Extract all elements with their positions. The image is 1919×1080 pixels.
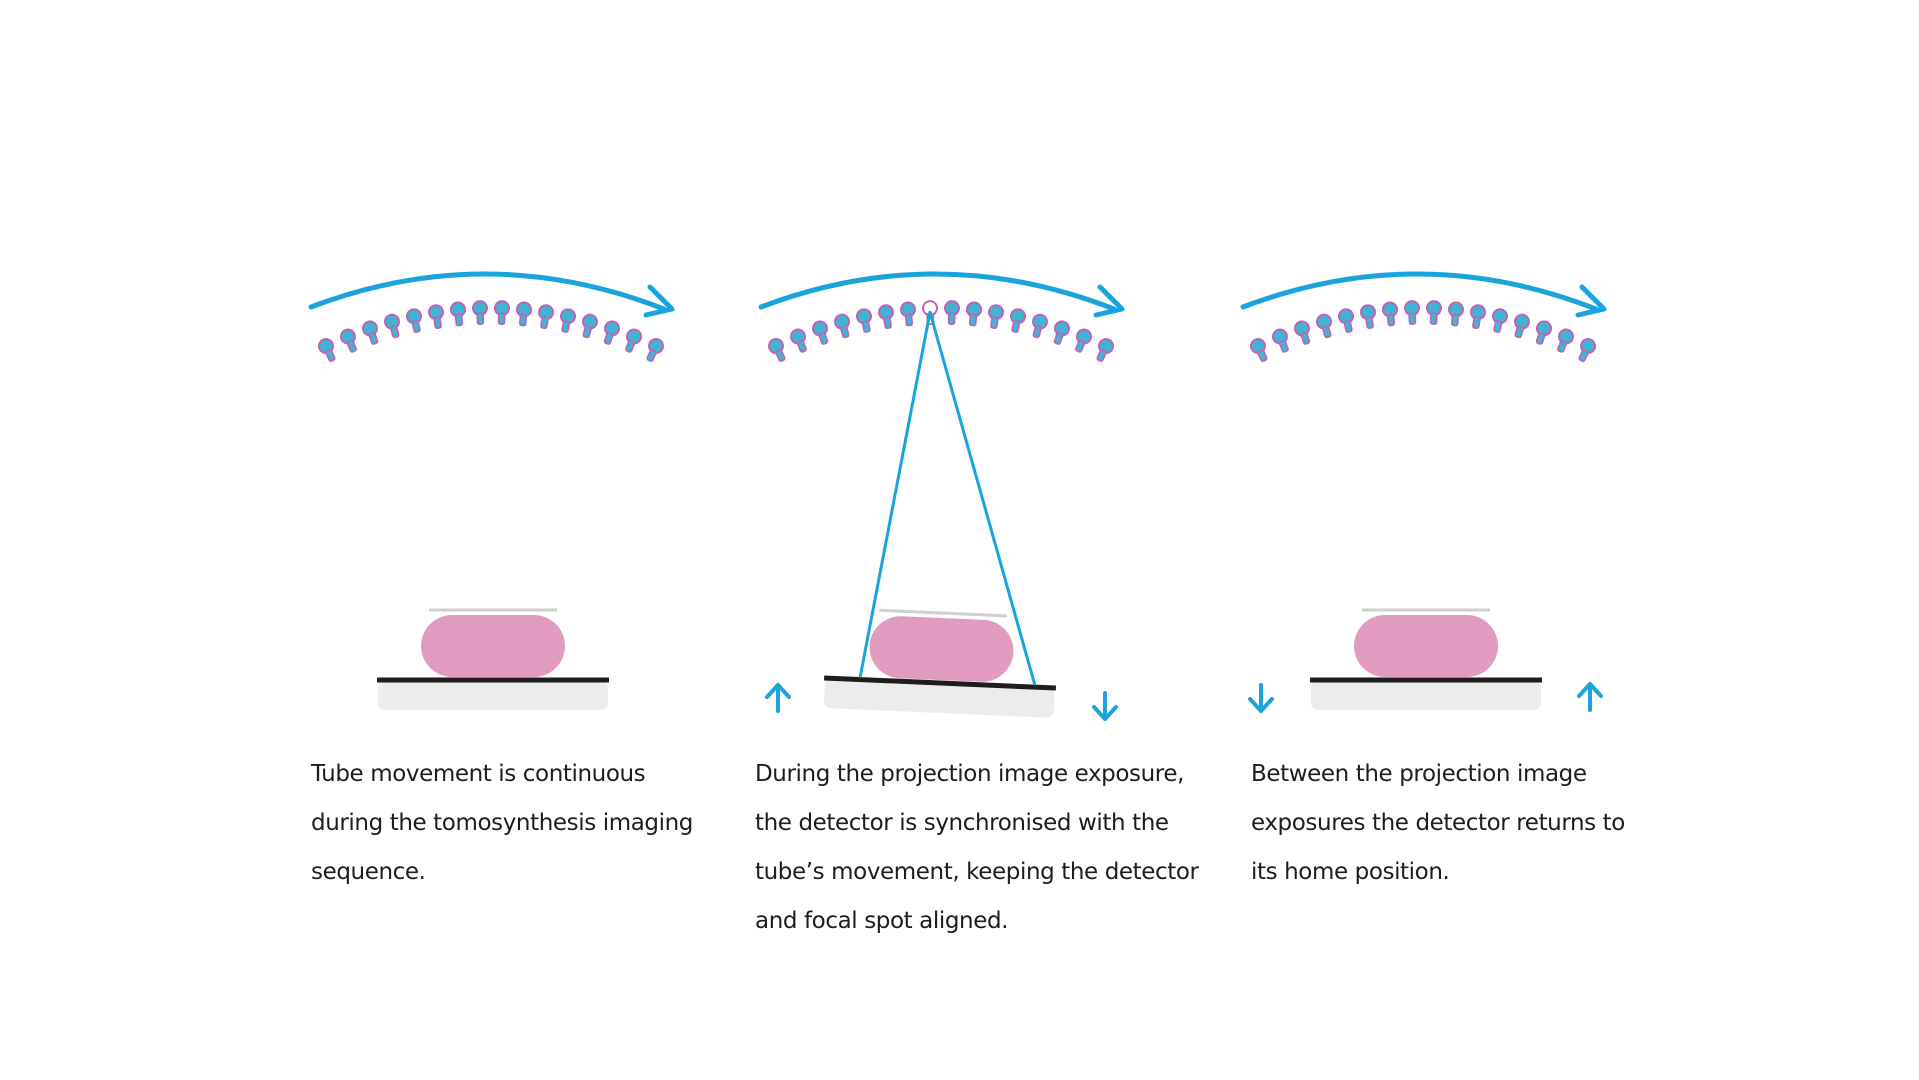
breast-support-tray	[824, 678, 1055, 718]
detector-plate	[824, 675, 1056, 691]
x-ray-tube-icon	[1250, 338, 1268, 362]
caption-line: exposures the detector returns to	[1251, 810, 1625, 836]
caption-line: sequence.	[311, 859, 426, 885]
x-ray-beam	[858, 310, 1037, 686]
x-ray-tube-icon	[790, 328, 807, 353]
detector-assembly	[377, 608, 609, 710]
panel-1	[308, 271, 675, 710]
x-ray-tube-icon	[1470, 304, 1486, 330]
compression-paddle	[879, 608, 1008, 618]
x-ray-tube-icon	[1338, 308, 1354, 333]
caption-line: and focal spot aligned.	[755, 908, 1009, 934]
caption-line: its home position.	[1251, 859, 1450, 885]
arrowhead-icon	[1093, 284, 1125, 318]
detector-assembly	[824, 608, 1056, 718]
caption-panel-2: During the projection image exposure, th…	[755, 750, 1199, 946]
caption-line: Tube movement is continuous	[311, 761, 646, 787]
x-ray-tube-icon	[625, 328, 642, 353]
caption-line: During the projection image exposure,	[755, 761, 1185, 787]
x-ray-tube-icon	[1360, 304, 1376, 330]
x-ray-tube-icon	[384, 313, 400, 339]
breast-shape	[1354, 615, 1498, 677]
x-ray-tube-icon	[1404, 300, 1420, 325]
x-ray-tube-icon	[646, 338, 664, 362]
detector-assembly	[1310, 608, 1542, 710]
motion-arc-arrow	[1240, 271, 1599, 312]
down-arrow-icon	[1092, 691, 1118, 721]
breast-shape	[869, 616, 1014, 682]
x-ray-tube-icon	[1557, 328, 1574, 353]
caption-line: Between the projection image	[1251, 761, 1587, 787]
x-ray-tube-icon	[1075, 328, 1092, 353]
x-ray-tube-icon	[812, 320, 829, 345]
x-ray-tube-icon	[340, 328, 357, 353]
breast-support-tray	[1311, 680, 1541, 710]
x-ray-tube-icon	[1053, 320, 1070, 345]
x-ray-tube-icon	[856, 308, 872, 333]
caption-panel-3: Between the projection image exposures t…	[1251, 750, 1625, 897]
x-ray-tube-icon	[1032, 313, 1048, 339]
panel-2	[758, 271, 1125, 721]
up-arrow-icon	[1577, 682, 1603, 712]
x-ray-tube-icon	[1294, 320, 1311, 345]
tube-positions	[318, 300, 664, 362]
x-ray-tube-icon	[1514, 313, 1530, 339]
x-ray-tube-icon	[1316, 313, 1332, 339]
x-ray-tube-icon	[1535, 320, 1552, 345]
x-ray-tube-icon	[988, 304, 1004, 330]
x-ray-tube-icon	[318, 338, 336, 362]
caption-line: tube’s movement, keeping the detector	[755, 859, 1199, 885]
breast-shape	[421, 615, 565, 677]
x-ray-tube-icon	[1578, 338, 1596, 362]
up-arrow-icon	[765, 683, 791, 713]
x-ray-tube-icon	[362, 320, 379, 345]
x-ray-tube-icon	[450, 301, 466, 327]
panel-3	[1240, 271, 1607, 713]
x-ray-tube-icon	[768, 338, 786, 362]
x-ray-tube-icon	[1426, 300, 1442, 325]
x-ray-tube-icon	[582, 313, 598, 339]
x-ray-tube-icon	[516, 301, 532, 327]
x-ray-tube-icon	[1448, 301, 1464, 327]
caption-panel-1: Tube movement is continuous during the t…	[311, 750, 693, 897]
x-ray-tube-icon	[472, 300, 488, 325]
tube-positions	[1250, 300, 1596, 362]
x-ray-tube-icon	[603, 320, 620, 345]
x-ray-tube-icon	[1010, 308, 1026, 333]
motion-arc-arrow	[308, 271, 667, 312]
x-ray-tube-icon	[834, 313, 850, 339]
x-ray-tube-icon	[1272, 328, 1289, 353]
arrowhead-icon	[643, 284, 675, 318]
x-ray-tube-icon	[1492, 308, 1508, 333]
x-ray-tube-icon	[538, 304, 554, 330]
x-ray-tube-icon	[406, 308, 422, 333]
x-ray-tube-icon	[944, 300, 960, 325]
breast-support-tray	[378, 680, 608, 710]
down-arrow-icon	[1248, 683, 1274, 713]
motion-arc-arrow	[758, 271, 1117, 312]
x-ray-tube-icon	[428, 304, 444, 330]
x-ray-tube-icon	[878, 304, 894, 330]
caption-line: the detector is synchronised with the	[755, 810, 1169, 836]
x-ray-tube-icon	[1382, 301, 1398, 327]
caption-line: during the tomosynthesis imaging	[311, 810, 693, 836]
arrowhead-icon	[1575, 284, 1607, 318]
x-ray-tube-icon	[966, 301, 982, 327]
x-ray-tube-icon	[1096, 338, 1114, 362]
x-ray-tube-icon	[494, 300, 510, 325]
x-ray-tube-icon	[900, 301, 916, 327]
x-ray-tube-icon	[560, 308, 576, 333]
